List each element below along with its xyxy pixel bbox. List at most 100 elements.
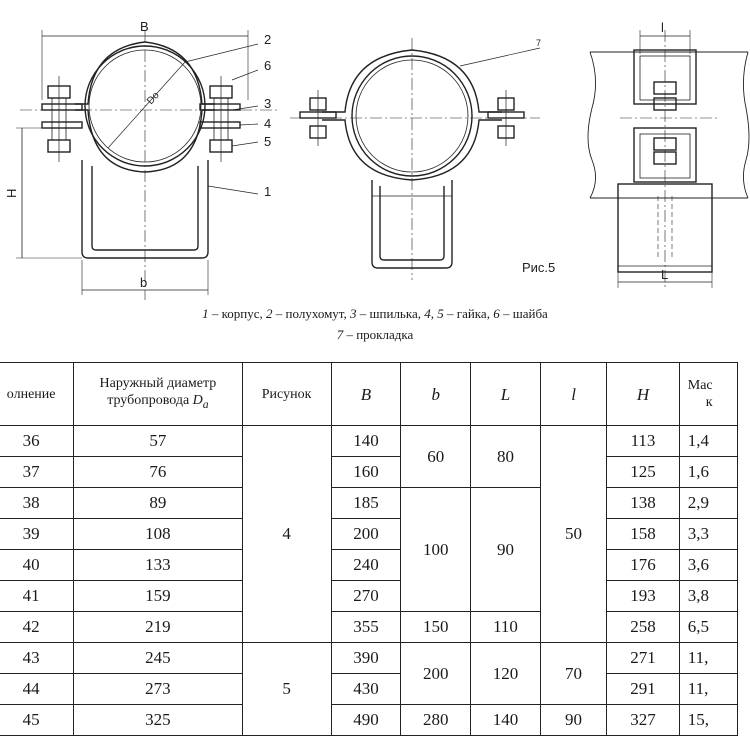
cell-diameter: 133 xyxy=(73,549,243,581)
cell-l: 90 xyxy=(539,704,608,736)
cell-H: 158 xyxy=(606,518,680,550)
cell-variant: 41 xyxy=(0,580,75,612)
callout-6: 6 xyxy=(264,58,271,73)
legend-text: – полухомут, xyxy=(272,306,351,321)
legend-text: – корпус, xyxy=(208,306,267,321)
table-row: 42 219 355 150 110 258 6,5 xyxy=(0,611,739,643)
cell-diameter: 57 xyxy=(73,425,243,457)
table-row: 37 76 160 125 1,6 xyxy=(0,456,739,488)
dim-label-L: L xyxy=(661,267,668,282)
cell-variant: 45 xyxy=(0,704,75,736)
legend-num: 6 xyxy=(493,306,500,321)
header-H: H xyxy=(606,362,680,426)
cell-H: 138 xyxy=(606,487,680,519)
cell-b: 100 xyxy=(400,487,472,612)
dim-label-B: B xyxy=(140,19,149,34)
cell-mass: 3,3 xyxy=(678,518,739,550)
figure-label: Рис.5 xyxy=(522,260,555,275)
legend-num: 1 xyxy=(202,306,209,321)
cell-mass: 2,9 xyxy=(678,487,739,519)
header-figure: Рисунок xyxy=(241,362,332,426)
cell-L: 110 xyxy=(470,611,541,643)
cell-mass: 15, xyxy=(678,704,739,736)
cell-H: 291 xyxy=(606,673,680,705)
cell-B: 390 xyxy=(330,642,402,674)
callout-2: 2 xyxy=(264,32,271,47)
callout-1: 1 xyxy=(264,184,271,199)
cell-b: 280 xyxy=(400,704,472,736)
callout-7: 7 xyxy=(536,38,541,48)
cell-mass: 1,6 xyxy=(678,456,739,488)
view-3-side-view xyxy=(587,30,750,290)
callout-5: 5 xyxy=(264,134,271,149)
callout-4: 4 xyxy=(264,116,271,131)
cell-diameter: 89 xyxy=(73,487,243,519)
cell-B: 240 xyxy=(330,549,402,581)
dim-label-H: H xyxy=(4,189,19,198)
cell-variant: 43 xyxy=(0,642,75,674)
table-row: 44 273 430 291 11, xyxy=(0,673,739,705)
cell-diameter: 219 xyxy=(73,611,243,643)
legend-num: 4, 5 xyxy=(424,306,444,321)
cell-b: 150 xyxy=(400,611,472,643)
cell-B: 185 xyxy=(330,487,402,519)
cell-diameter: 325 xyxy=(73,704,243,736)
legend-text: – шпилька, xyxy=(356,306,425,321)
cell-H: 271 xyxy=(606,642,680,674)
cell-H: 327 xyxy=(606,704,680,736)
cell-l: 50 xyxy=(539,425,608,643)
header-variant: олнение xyxy=(0,362,75,426)
legend-text: – прокладка xyxy=(343,327,414,342)
cell-diameter: 245 xyxy=(73,642,243,674)
table-row: 36 57 4 140 60 80 50 113 1,4 xyxy=(0,425,739,643)
legend-num: 3 xyxy=(350,306,357,321)
cell-B: 200 xyxy=(330,518,402,550)
cell-L: 90 xyxy=(470,487,541,612)
cell-H: 176 xyxy=(606,549,680,581)
view-2-clamp-with-gasket xyxy=(290,38,541,280)
header-l: l xyxy=(539,362,608,426)
table-row: 41 159 270 193 3,8 xyxy=(0,580,739,612)
cell-B: 355 xyxy=(330,611,402,643)
view-1-clamp-with-body xyxy=(16,30,280,300)
cell-diameter: 159 xyxy=(73,580,243,612)
cell-variant: 38 xyxy=(0,487,75,519)
cell-mass: 11, xyxy=(678,673,739,705)
cell-figure: 4 xyxy=(241,425,332,643)
dim-label-b: b xyxy=(140,275,147,290)
cell-variant: 39 xyxy=(0,518,75,550)
cell-mass: 6,5 xyxy=(678,611,739,643)
legend-text: – шайба xyxy=(499,306,548,321)
table-row: 45 325 490 280 140 90 327 15, xyxy=(0,704,739,736)
callout-3: 3 xyxy=(264,96,271,111)
header-b: b xyxy=(400,362,472,426)
cell-l: 70 xyxy=(539,642,608,705)
cell-B: 490 xyxy=(330,704,402,736)
legend-text: – гайка, xyxy=(443,306,494,321)
legend-caption-line-1: 1 – корпус, 2 – полухомут, 3 – шпилька, … xyxy=(0,306,750,322)
cell-L: 140 xyxy=(470,704,541,736)
cell-diameter: 76 xyxy=(73,456,243,488)
cell-B: 430 xyxy=(330,673,402,705)
header-B: B xyxy=(330,362,402,426)
cell-mass: 3,6 xyxy=(678,549,739,581)
cell-variant: 36 xyxy=(0,425,75,457)
cell-variant: 40 xyxy=(0,549,75,581)
cell-H: 258 xyxy=(606,611,680,643)
table-row: 43 245 5 390 200 120 70 271 11, xyxy=(0,642,739,736)
cell-B: 140 xyxy=(330,425,402,457)
legend-num: 2 xyxy=(266,306,273,321)
cell-L: 80 xyxy=(470,425,541,488)
cell-diameter: 108 xyxy=(73,518,243,550)
legend-caption-line-2: 7 – прокладка xyxy=(0,327,750,343)
cell-variant: 37 xyxy=(0,456,75,488)
cell-diameter: 273 xyxy=(73,673,243,705)
technical-drawing: B b H Do l L 2 6 3 4 5 1 7 Рис.5 xyxy=(4,19,750,300)
cell-figure: 5 xyxy=(241,642,332,736)
dim-label-Do: Do xyxy=(145,90,162,107)
cell-mass: 3,8 xyxy=(678,580,739,612)
cell-mass: 1,4 xyxy=(678,425,739,457)
